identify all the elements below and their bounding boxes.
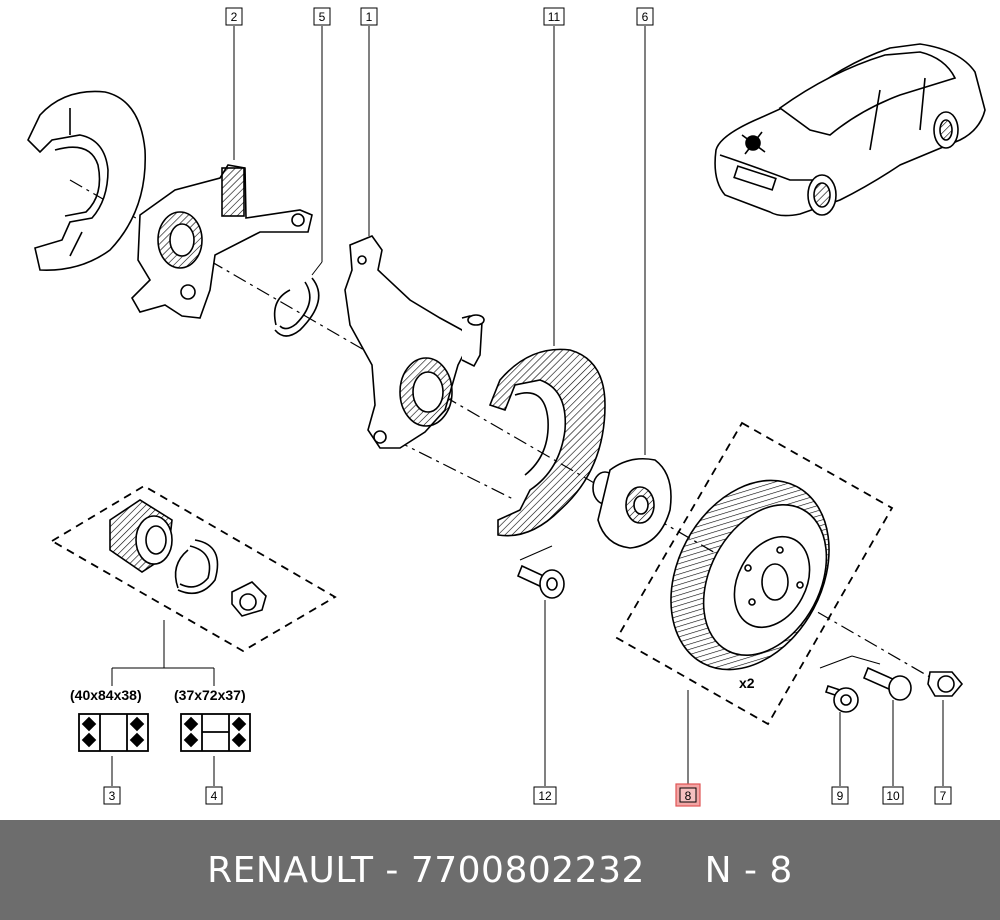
callout-4-label: 4 — [211, 789, 218, 803]
bearing-kit-frame — [50, 484, 337, 653]
callout-2: 2 — [225, 7, 243, 26]
footer-sheet: N - 8 — [704, 849, 793, 891]
callout-1: 1 — [360, 7, 378, 26]
footer-gap — [645, 850, 705, 891]
callout-9: 9 — [831, 786, 849, 805]
bearing-symbol-3 — [78, 713, 149, 752]
brake-disc — [670, 479, 830, 671]
callout-8-label: 8 — [685, 789, 692, 803]
callout-10: 10 — [882, 786, 904, 805]
disc-shield — [488, 348, 606, 537]
callout-11: 11 — [543, 7, 565, 26]
callout-4: 4 — [205, 786, 223, 805]
callout-11-label: 11 — [548, 10, 561, 24]
quantity-label: x2 — [739, 675, 755, 691]
knuckle-carrier — [131, 164, 313, 319]
dimension-left: (40x84x38) — [70, 687, 142, 703]
callout-5-label: 5 — [319, 10, 326, 24]
callout-6-label: 6 — [642, 10, 649, 24]
leader-lines — [111, 26, 944, 786]
callout-1-label: 1 — [366, 10, 373, 24]
callout-10-label: 10 — [886, 789, 900, 803]
callout-7-label: 7 — [940, 789, 947, 803]
car-illustration — [714, 43, 986, 217]
callout-3: 3 — [103, 786, 121, 805]
callout-7: 7 — [934, 786, 952, 805]
brake-disc-kit-frame — [615, 421, 894, 726]
bearing-symbol-4 — [180, 713, 251, 752]
callout-2-label: 2 — [231, 10, 238, 24]
callout-6: 6 — [636, 7, 654, 26]
hub-nut — [231, 581, 267, 617]
dust-shield-left — [27, 90, 147, 271]
callout-9-label: 9 — [837, 789, 844, 803]
screw-12 — [516, 564, 565, 599]
footer-part-number: 7700802232 — [410, 849, 645, 891]
callout-12: 12 — [533, 786, 557, 805]
wheel-hub — [592, 457, 672, 549]
exploded-parts-diagram: (40x84x38) (37x72x37) x2 1 2 5 11 6 — [27, 7, 986, 807]
footer-separator: - — [373, 849, 411, 891]
footer-brand: RENAULT — [207, 849, 374, 891]
part-info-footer: RENAULT - 7700802232 N - 8 — [0, 820, 1000, 920]
bearing-circlip — [174, 539, 219, 595]
callout-3-label: 3 — [109, 789, 116, 803]
dimension-right: (37x72x37) — [174, 687, 246, 703]
wheel-bearing — [109, 499, 173, 573]
callout-5: 5 — [313, 7, 331, 26]
wheel-nut-7 — [927, 671, 964, 697]
bolt-9 — [824, 684, 859, 713]
callout-12-label: 12 — [538, 789, 552, 803]
screw-10 — [862, 666, 912, 701]
steering-knuckle — [344, 235, 485, 449]
circlip — [273, 277, 320, 337]
callout-8-highlighted[interactable]: 8 — [675, 783, 701, 807]
